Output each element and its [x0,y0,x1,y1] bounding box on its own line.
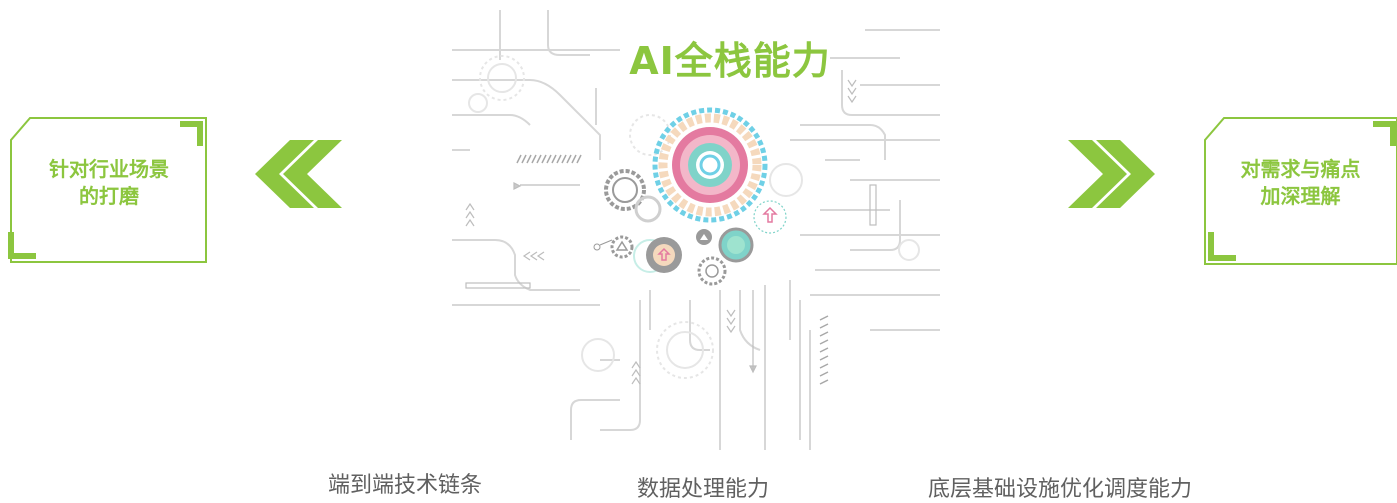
double-chevron-right-icon [1068,140,1155,208]
arrow-marks-icon [465,79,877,385]
faint-gear-icons [468,55,920,379]
left-box-line-1: 针对行业场景 [49,157,169,181]
caption-infrastructure: 底层基础设施优化调度能力 [928,477,1193,502]
right-box-line-2: 加深理解 [1260,184,1341,208]
hatch-marks-icon [516,154,829,385]
caption-data-processing: 数据处理能力 [637,477,770,502]
left-box-label: 针对行业场景 的打磨 [14,156,204,210]
right-box-label: 对需求与痛点 加深理解 [1208,156,1393,210]
circuit-lines-icon [452,10,940,450]
double-chevron-left-icon [255,140,342,208]
left-box-line-2: 的打磨 [79,184,139,208]
diagram-title: AI全栈能力 [629,39,831,83]
right-box [1204,117,1397,265]
left-box [8,117,207,263]
gear-cluster-icon [593,107,787,286]
right-box-line-1: 对需求与痛点 [1240,157,1361,181]
caption-end-to-end: 端到端技术链条 [328,473,483,498]
